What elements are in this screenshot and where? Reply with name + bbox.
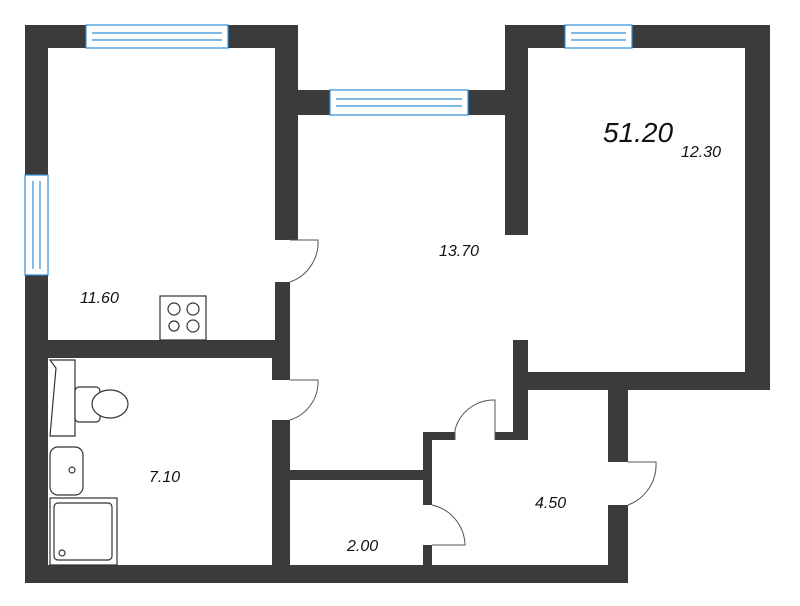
stove <box>159 295 207 341</box>
window-kitchen-top <box>85 24 229 49</box>
area-storage: 2.00 <box>346 538 378 555</box>
bathtub <box>48 359 76 437</box>
walls <box>25 25 770 583</box>
door-kitchen <box>289 239 319 283</box>
sink <box>49 446 84 496</box>
windows <box>24 24 633 276</box>
door-storage <box>431 504 466 546</box>
door-bathroom <box>289 379 319 421</box>
door-living <box>454 399 496 440</box>
area-hallway: 4.50 <box>535 495 566 512</box>
window-living <box>329 89 469 116</box>
area-living: 13.70 <box>439 243 479 260</box>
bathroom-fixtures <box>48 359 129 566</box>
window-bedroom <box>564 24 633 49</box>
area-bathroom: 7.10 <box>149 469 180 486</box>
total-area: 51.20 <box>603 117 673 148</box>
area-kitchen: 11.60 <box>80 290 119 307</box>
toilet-bowl <box>91 389 129 419</box>
window-kitchen-left <box>24 174 49 276</box>
door-entrance <box>627 461 657 506</box>
area-bedroom: 12.30 <box>681 144 721 161</box>
area-labels: 51.20 12.30 13.70 11.60 7.10 2.00 4.50 <box>80 117 721 555</box>
doors[interactable] <box>289 239 657 546</box>
